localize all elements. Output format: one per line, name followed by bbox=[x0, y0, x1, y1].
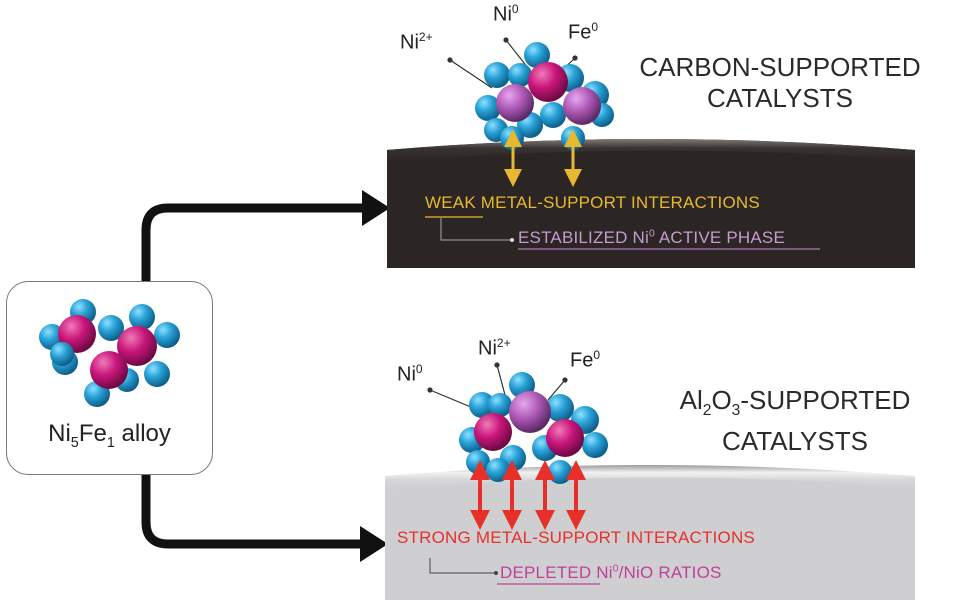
alloy-label: Ni5Fe1 alloy bbox=[48, 420, 171, 451]
carbon-result-label: ESTABILIZED Ni0 ACTIVE PHASE bbox=[518, 228, 785, 247]
alumina-result-label: DEPLETED Ni0/NiO RATIOS bbox=[500, 563, 722, 582]
strong-interaction-label: STRONG METAL-SUPPORT INTERACTIONS bbox=[397, 528, 755, 547]
strong-interaction-arrows bbox=[470, 460, 586, 530]
alumina-result-connector bbox=[429, 558, 494, 574]
weak-interaction-arrows bbox=[504, 129, 582, 187]
flow-arrow-to-alumina bbox=[141, 474, 388, 562]
carbon-cluster bbox=[475, 42, 614, 150]
alumina-species-ni2plus: Ni2+ bbox=[478, 336, 511, 360]
alloy-cluster bbox=[39, 299, 180, 407]
carbon-result-connector bbox=[440, 218, 510, 241]
carbon-species-ni0: Ni0 bbox=[493, 2, 519, 26]
carbon-species-ni2plus: Ni2+ bbox=[400, 30, 433, 54]
weak-interaction-label: WEAK METAL-SUPPORT INTERACTIONS bbox=[425, 193, 760, 212]
carbon-species-fe0: Fe0 bbox=[568, 20, 599, 44]
alumina-panel-title: Al2O3-SUPPORTED CATALYSTS bbox=[679, 385, 911, 457]
alloy-box: Ni5Fe1 alloy bbox=[6, 281, 213, 475]
alumina-species-ni0: Ni0 bbox=[397, 362, 423, 386]
carbon-panel-title: CARBON-SUPPORTED CATALYSTS bbox=[639, 52, 921, 113]
flow-arrow-to-carbon bbox=[141, 190, 390, 281]
alumina-species-fe0: Fe0 bbox=[570, 348, 601, 372]
